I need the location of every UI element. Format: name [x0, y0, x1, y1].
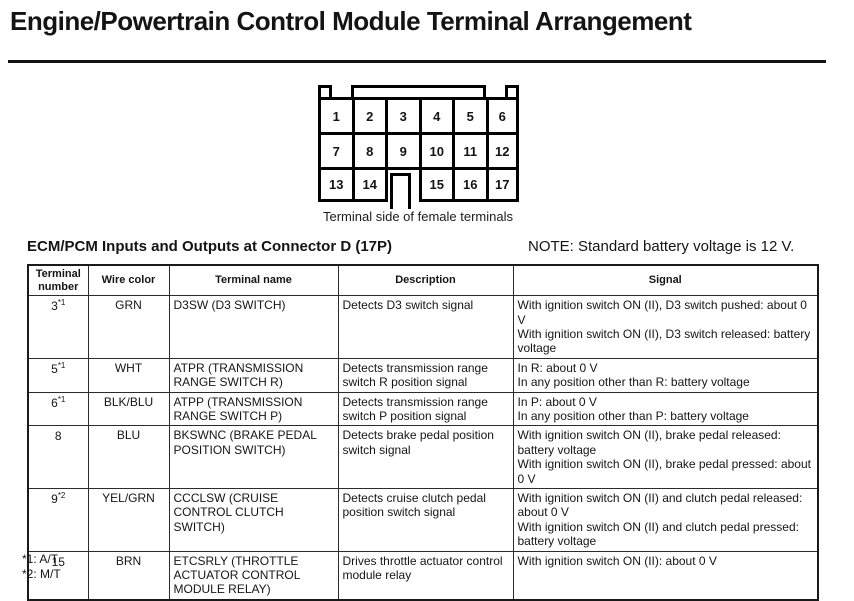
footnotes: *1: A/T *2: M/T: [22, 552, 61, 582]
page-title: Engine/Powertrain Control Module Termina…: [10, 6, 692, 36]
terminal-cell-16: 16: [452, 167, 486, 202]
terminal-cell-17: 17: [485, 167, 519, 202]
connector-tab-right: [505, 85, 519, 97]
signal-line: In P: about 0 V: [517, 394, 597, 409]
terminal-cell-13: 13: [318, 167, 352, 202]
terminal-number-cell: 5*1: [27, 357, 89, 393]
title-divider: [8, 60, 826, 63]
terminal-number-cell: 8: [27, 425, 89, 489]
signal-cell: In R: about 0 V In any position other th…: [512, 357, 819, 393]
description-cell: Detects D3 switch signal: [337, 295, 514, 359]
wire-color-cell: WHT: [87, 357, 170, 393]
terminal-cell-12: 12: [485, 132, 519, 167]
signal-line: In any position other than R: battery vo…: [517, 375, 750, 390]
terminal-cell-3: 3: [385, 97, 419, 132]
connector-tab-left: [318, 85, 332, 97]
connector-tab-center: [351, 85, 486, 97]
terminal-name-cell: ATPP (TRANSMISSION RANGE SWITCH P): [168, 391, 339, 427]
signal-line: In R: about 0 V: [517, 360, 598, 375]
wire-color-cell: BLK/BLU: [87, 391, 170, 427]
battery-voltage-note: NOTE: Standard battery voltage is 12 V.: [528, 238, 795, 255]
terminal-name-cell: ATPR (TRANSMISSION RANGE SWITCH R): [168, 357, 339, 393]
header-wire-color: Wire color: [87, 264, 170, 297]
terminal-cell-2: 2: [351, 97, 385, 132]
wire-color-cell: GRN: [87, 295, 170, 359]
table-row: 15 BRN ETCSRLY (THROTTLE ACTUATOR CONTRO…: [27, 550, 819, 601]
signal-cell: With ignition switch ON (II), brake peda…: [512, 425, 819, 489]
signal-line: With ignition switch ON (II), D3 switch …: [517, 298, 807, 327]
wire-color-cell: YEL/GRN: [87, 487, 170, 552]
terminal-cell-9: 9: [385, 132, 419, 167]
signal-cell: With ignition switch ON (II): about 0 V: [512, 550, 819, 601]
signal-cell: With ignition switch ON (II), D3 switch …: [512, 295, 819, 359]
terminal-number-cell: 9*2: [27, 487, 89, 552]
connector-diagram: 1 2 3 4 5 6 7 8 9 10 11 12 13 14 15 16 1…: [318, 85, 519, 209]
terminal-cell-6: 6: [485, 97, 519, 132]
table-header-row: Terminal number Wire color Terminal name…: [27, 264, 819, 297]
description-cell: Detects brake pedal position switch sign…: [337, 425, 514, 489]
header-terminal-number: Terminal number: [27, 264, 89, 297]
signal-line: With ignition switch ON (II): about 0 V: [517, 553, 717, 568]
terminal-cell-15: 15: [418, 167, 452, 202]
terminal-number-cell: 6*1: [27, 391, 89, 427]
description-cell: Detects transmission range switch R posi…: [337, 357, 514, 393]
terminal-cell-11: 11: [452, 132, 486, 167]
description-cell: Detects cruise clutch pedal position swi…: [337, 487, 514, 552]
footnote-marker: *2: [57, 490, 66, 500]
terminal-name-cell: ETCSRLY (THROTTLE ACTUATOR CONTROL MODUL…: [168, 550, 339, 601]
signal-cell: With ignition switch ON (II) and clutch …: [512, 487, 819, 552]
terminal-grid: 1 2 3 4 5 6 7 8 9 10 11 12 13 14 15 16 1…: [318, 97, 519, 209]
terminal-cell-10: 10: [418, 132, 452, 167]
footnote-1: *1: A/T: [22, 552, 59, 566]
signal-line: With ignition switch ON (II), brake peda…: [517, 428, 781, 457]
footnote-marker: *1: [57, 360, 66, 370]
keying-notch: [390, 173, 411, 209]
signal-line: In any position other than P: battery vo…: [517, 409, 749, 424]
signal-line: With ignition switch ON (II), brake peda…: [517, 457, 811, 486]
description-cell: Detects transmission range switch P posi…: [337, 391, 514, 427]
terminal-name-cell: BKSWNC (BRAKE PEDAL POSITION SWITCH): [168, 425, 339, 489]
terminal-cell-8: 8: [351, 132, 385, 167]
table-row: 8 BLU BKSWNC (BRAKE PEDAL POSITION SWITC…: [27, 425, 819, 489]
table-row: 9*2 YEL/GRN CCCLSW (CRUISE CONTROL CLUTC…: [27, 487, 819, 552]
terminal-cell-7: 7: [318, 132, 352, 167]
terminal-cell-1: 1: [318, 97, 352, 132]
terminal-cell-14: 14: [351, 167, 385, 202]
table-row: 5*1 WHT ATPR (TRANSMISSION RANGE SWITCH …: [27, 357, 819, 393]
terminal-number-cell: 3*1: [27, 295, 89, 359]
section-title: ECM/PCM Inputs and Outputs at Connector …: [27, 238, 393, 255]
table-row: 3*1 GRN D3SW (D3 SWITCH) Detects D3 swit…: [27, 295, 819, 359]
signal-line: With ignition switch ON (II), D3 switch …: [517, 327, 811, 356]
keying-slot: [385, 167, 419, 209]
signal-line: With ignition switch ON (II) and clutch …: [517, 490, 803, 520]
signal-line: With ignition switch ON (II) and clutch …: [517, 519, 799, 549]
terminal-number-cell: 15: [27, 550, 89, 601]
footnote-2: *2: M/T: [22, 567, 61, 581]
header-description: Description: [337, 264, 514, 297]
connector-caption: Terminal side of female terminals: [322, 209, 514, 224]
terminal-cell-5: 5: [452, 97, 486, 132]
signal-cell: In P: about 0 V In any position other th…: [512, 391, 819, 427]
footnote-marker: *1: [57, 298, 66, 308]
terminal-name-cell: D3SW (D3 SWITCH): [168, 295, 339, 359]
wire-color-cell: BRN: [87, 550, 170, 601]
wire-color-cell: BLU: [87, 425, 170, 489]
footnote-marker: *1: [57, 394, 66, 404]
header-signal: Signal: [512, 264, 819, 297]
terminal-cell-4: 4: [418, 97, 452, 132]
terminal-table: Terminal number Wire color Terminal name…: [27, 264, 819, 601]
terminal-name-cell: CCCLSW (CRUISE CONTROL CLUTCH SWITCH): [168, 487, 339, 552]
description-cell: Drives throttle actuator control module …: [337, 550, 514, 601]
header-terminal-name: Terminal name: [168, 264, 339, 297]
table-row: 6*1 BLK/BLU ATPP (TRANSMISSION RANGE SWI…: [27, 391, 819, 427]
